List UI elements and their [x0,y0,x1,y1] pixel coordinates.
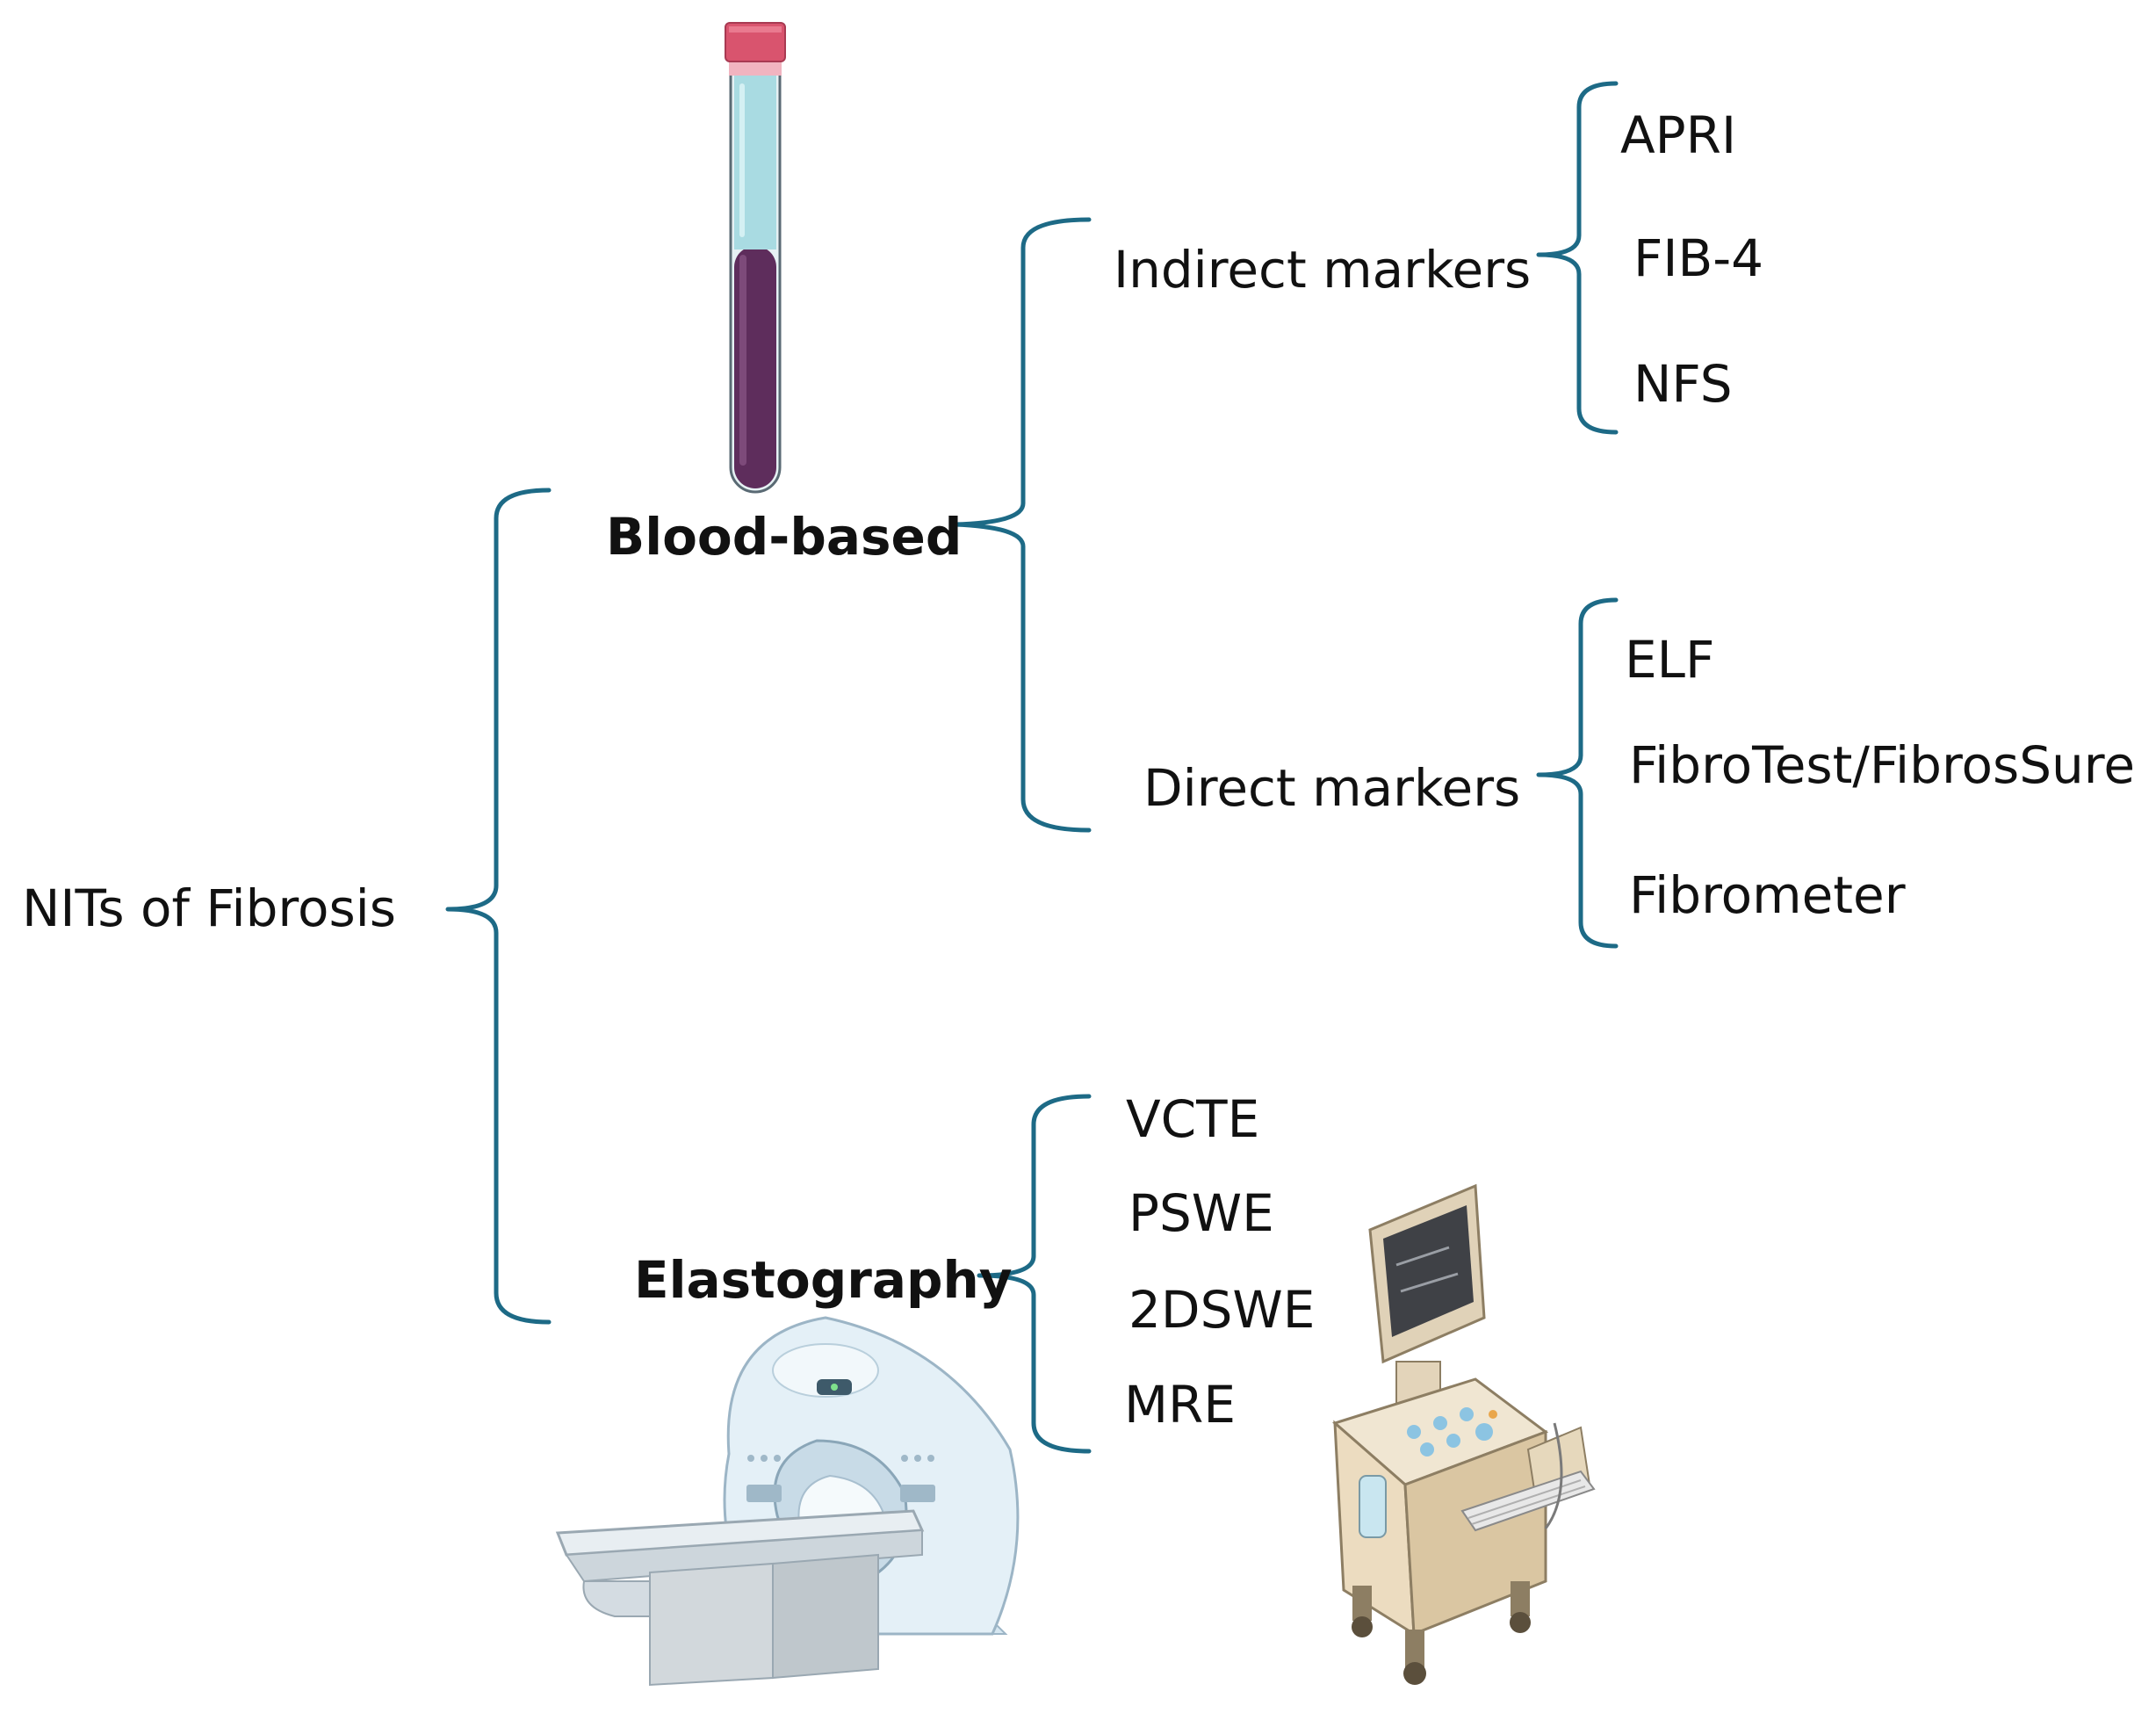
bracket-direct [1536,597,1619,949]
group-indirect-markers: Indirect markers [1114,240,1532,300]
ultrasound-machine-icon [1331,1183,1596,1685]
category-blood-based: Blood-based [606,507,963,567]
item-pswe: PSWE [1128,1183,1274,1243]
item-fib-4: FIB-4 [1633,228,1764,288]
mri-scanner-icon [555,1316,1020,1687]
category-elastography: Elastography [634,1250,1013,1310]
bracket-indirect [1536,81,1619,435]
item-apri: APRI [1620,105,1737,165]
bracket-blood-based [952,217,1092,833]
item-mre: MRE [1124,1375,1236,1435]
brackets [445,81,1619,1454]
item-fibrometer: Fibrometer [1629,865,1906,925]
item-nfs: NFS [1633,354,1733,414]
item-elf: ELF [1625,630,1715,690]
blood-tube-icon [725,22,786,494]
group-direct-markers: Direct markers [1143,758,1521,818]
bracket-root [445,488,552,1325]
item-vcte: VCTE [1126,1089,1260,1149]
item-2dswe: 2DSWE [1128,1280,1316,1340]
bracket-elastography [977,1094,1092,1454]
item-fibrotest: FibroTest/FibrosSure [1629,735,2136,795]
root-label: NITs of Fibrosis [22,878,396,938]
